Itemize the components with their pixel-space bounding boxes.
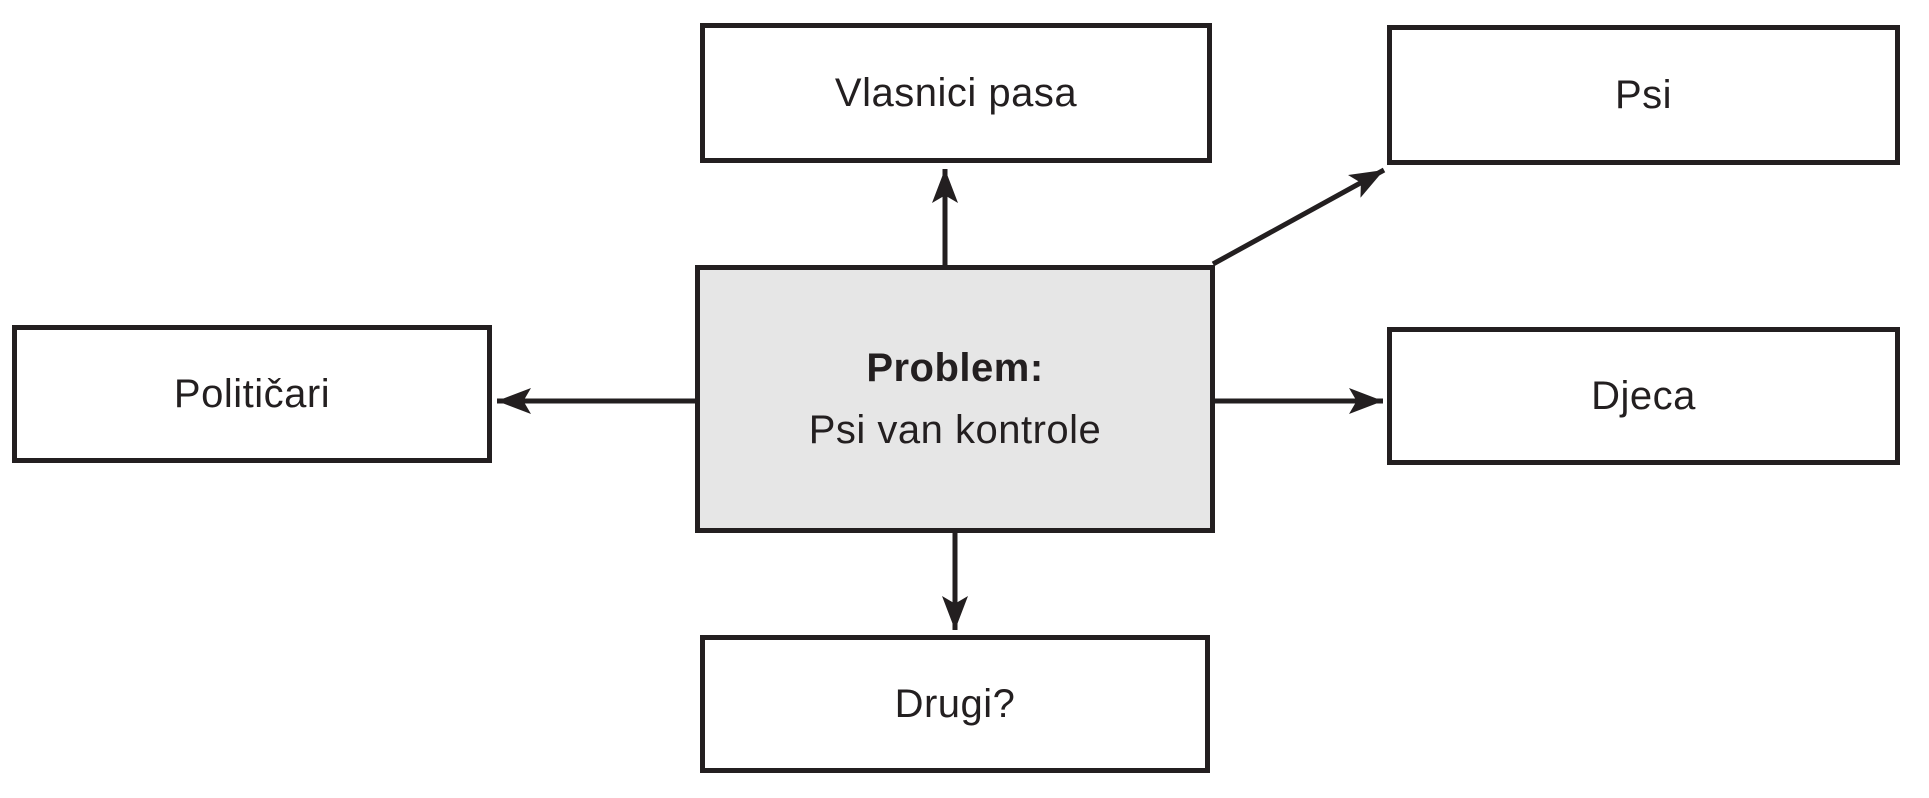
node-politicari: Političari xyxy=(12,325,492,463)
node-politicari-label: Političari xyxy=(173,371,331,416)
node-psi: Psi xyxy=(1387,25,1900,165)
node-vlasnici-pasa: Vlasnici pasa xyxy=(700,23,1212,163)
arrow-to-psi xyxy=(1211,167,1386,267)
node-psi-label: Psi xyxy=(1614,72,1673,117)
problem-text: Psi van kontrole xyxy=(808,408,1102,452)
node-djeca: Djeca xyxy=(1387,327,1900,465)
node-djeca-label: Djeca xyxy=(1591,373,1696,418)
node-drugi-label: Drugi? xyxy=(894,681,1016,726)
problem-heading: Problem: xyxy=(866,346,1044,390)
node-drugi: Drugi? xyxy=(700,635,1210,773)
node-vlasnici-pasa-label: Vlasnici pasa xyxy=(834,70,1078,115)
node-problem-central: Problem: Psi van kontrole xyxy=(695,265,1215,533)
